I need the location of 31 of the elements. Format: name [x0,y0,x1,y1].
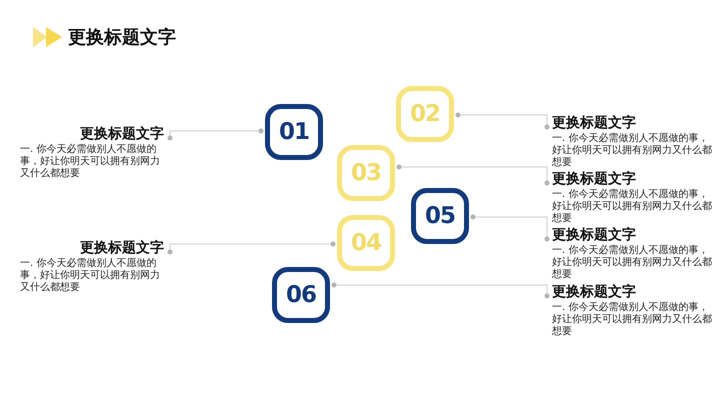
number-box [265,104,323,160]
step-number: 02 [410,101,440,127]
item-description: 一. 你今天必需做别人不愿做的事，好让你明天可以拥有别网力又什么都想要 [552,302,713,338]
item-description: 一. 你今天必需做别人不愿做的事，好让你明天可以拥有别网力又什么都想要 [20,258,161,294]
step-number: 05 [424,203,455,229]
step-number: 04 [350,230,381,256]
number-box [411,188,469,244]
item-description: 一. 你今天必需做别人不愿做的事，好让你明天可以拥有别网力又什么都想要 [552,245,713,281]
item-heading: 更换标题文字 [552,172,637,187]
page-title: 更换标题文字 [68,27,176,49]
item-heading: 更换标题文字 [79,241,164,256]
item-heading: 更换标题文字 [79,127,164,142]
item-heading: 更换标题文字 [552,116,637,131]
item-description: 一. 你今天必需做别人不愿做的事，好让你明天可以拥有别网力又什么都想要 [552,189,713,225]
connector-line [396,164,550,186]
step-number: 01 [278,119,309,145]
number-box [337,215,395,271]
connector-line [168,242,336,254]
connector-line [168,128,264,140]
connector-line [456,112,550,130]
number-box [272,267,330,323]
step-number: 06 [286,282,316,308]
number-box [337,145,395,201]
item-heading: 更换标题文字 [552,285,637,300]
item-description: 一. 你今天必需做别人不愿做的事，好让你明天可以拥有别网力又什么都想要 [20,144,161,180]
step-number: 03 [350,160,381,186]
connector-line [332,282,550,298]
number-box [396,86,454,142]
item-heading: 更换标题文字 [552,228,637,243]
item-description: 一. 你今天必需做别人不愿做的事，好让你明天可以拥有别网力又什么都想要 [552,133,713,169]
connector-line [470,214,550,242]
